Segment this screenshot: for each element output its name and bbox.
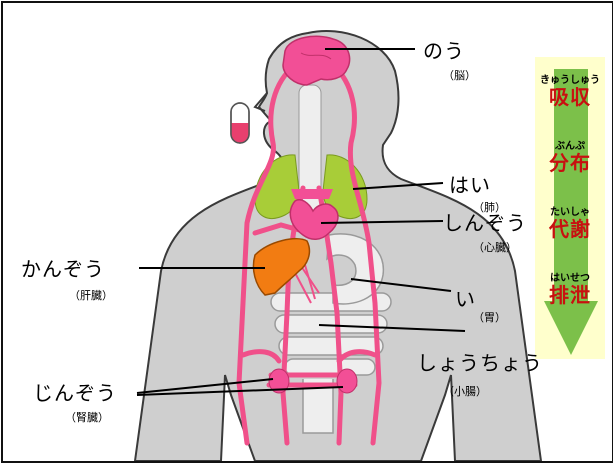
process-step-absorption: きゅうしゅう 吸収 [535, 75, 605, 108]
label-small-intestine-kanji: （小腸） [443, 383, 487, 399]
aortic-arch [291, 189, 333, 199]
label-kidneys-kana: じんぞう [33, 377, 117, 406]
label-stomach-kanji: （胃） [473, 309, 506, 325]
label-liver-kana: かんぞう [21, 253, 105, 282]
label-lungs-kana: はい [449, 169, 491, 198]
process-step-label: 排泄 [535, 284, 605, 306]
process-step-label: 吸収 [535, 86, 605, 108]
process-step-excretion: はいせつ 排泄 [535, 273, 605, 306]
label-brain-kana: のう [423, 35, 465, 64]
process-step-label: 分布 [535, 152, 605, 174]
label-heart-kanji: （心臓） [473, 239, 517, 255]
label-heart-kana: しんぞう [443, 207, 527, 236]
label-liver-kanji: （肝臓） [69, 287, 113, 303]
process-step-distribution: ぶんぷ 分布 [535, 141, 605, 174]
label-stomach-kana: い [455, 283, 476, 312]
process-step-metabolism: たいしゃ 代謝 [535, 207, 605, 240]
capsule-icon [231, 103, 249, 143]
label-small-intestine-kana: しょうちょう [417, 347, 543, 376]
label-kidneys-kanji: （腎臓） [65, 409, 109, 425]
process-step-label: 代謝 [535, 218, 605, 240]
label-brain-kanji: （脳） [443, 67, 476, 83]
kidney-right-organ [337, 369, 357, 393]
